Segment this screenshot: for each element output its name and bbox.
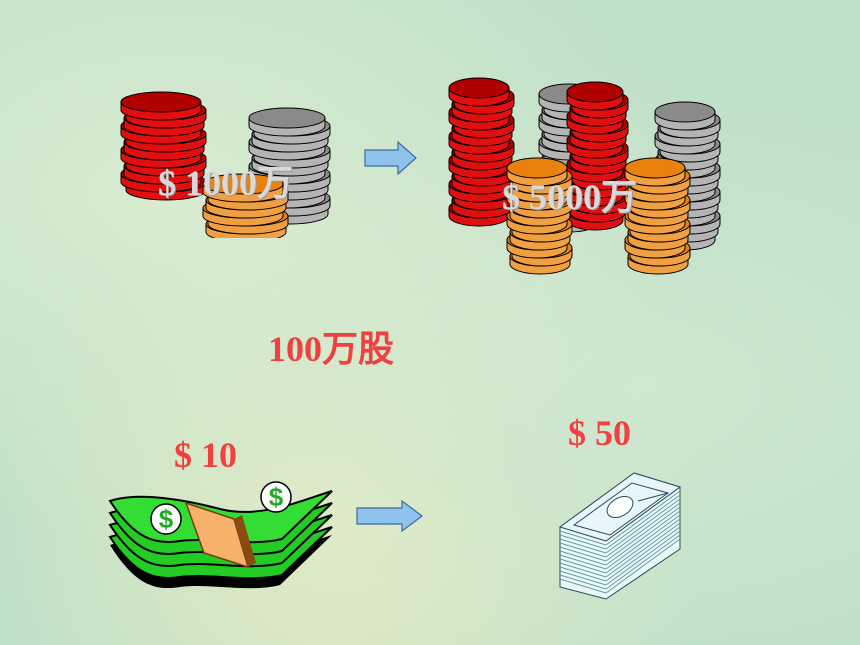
shares-label: 100万股 [268, 329, 395, 369]
left-price-label: $ 10 [174, 435, 237, 475]
coin-stack-icon [120, 91, 331, 238]
cash-bundle-icon: $ $ [108, 481, 333, 589]
svg-text:$: $ [159, 504, 174, 534]
coin-stack-icon [448, 77, 721, 275]
arrow-right-icon [356, 500, 423, 532]
right-amount-label: $ 5000万 [502, 177, 638, 217]
svg-text:$: $ [269, 482, 284, 512]
arrow-right-icon [364, 141, 417, 175]
right-price-label: $ 50 [568, 413, 631, 453]
left-amount-label: $ 1000万 [158, 163, 294, 203]
banknote-stack-icon [558, 472, 682, 600]
